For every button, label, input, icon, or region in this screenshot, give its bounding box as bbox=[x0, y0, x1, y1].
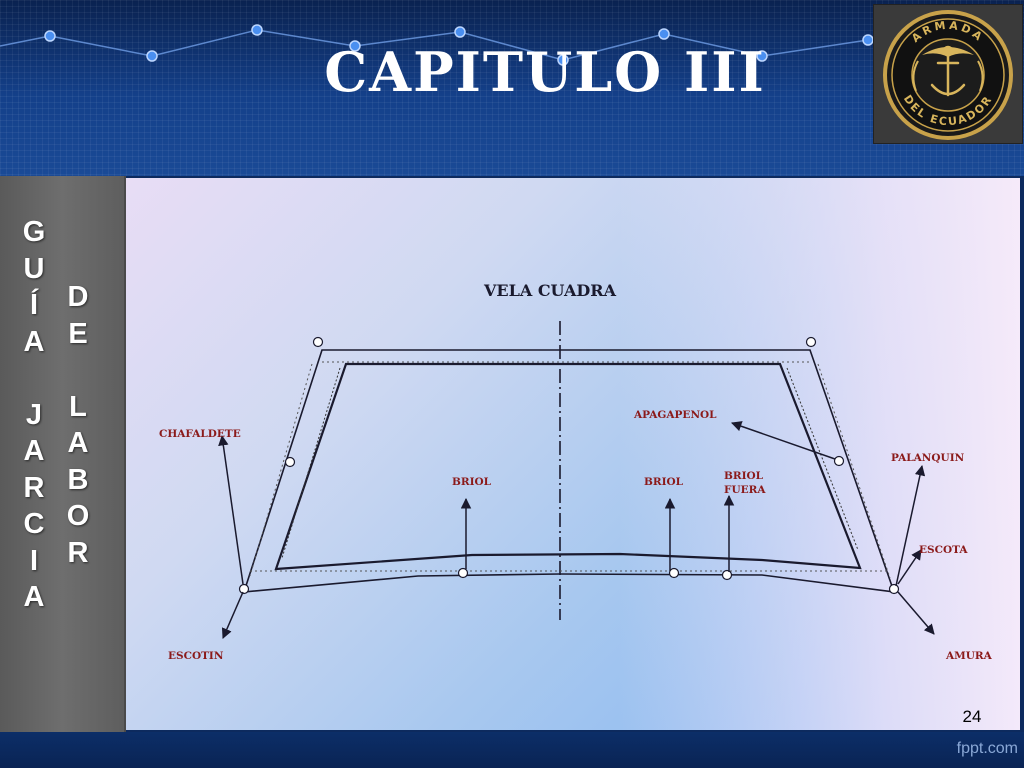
page-number: 24 bbox=[962, 707, 982, 726]
label-escota: ESCOTA bbox=[919, 544, 968, 556]
network-dots-decoration bbox=[0, 24, 874, 66]
de-labor-letter: R bbox=[67, 536, 89, 569]
guia-jarcia-letter: R bbox=[23, 471, 45, 504]
label-briol-left: BRIOL bbox=[452, 476, 492, 488]
slide-header: CAPITULO III ARMADA DEL ECUADOR bbox=[0, 0, 1024, 176]
rigging-arrows bbox=[218, 421, 935, 639]
guia-jarcia-letter: J bbox=[25, 398, 43, 431]
square-sail-diagram: VELA CUADRA bbox=[159, 281, 993, 662]
de-labor-letter: D bbox=[67, 281, 89, 313]
label-briol-right: BRIOL bbox=[644, 476, 684, 488]
armada-ecuador-emblem: ARMADA DEL ECUADOR bbox=[873, 4, 1023, 144]
guia-jarcia-letter: A bbox=[23, 325, 45, 358]
guia-jarcia-letter: A bbox=[23, 435, 45, 467]
label-apagapenol: APAGAPENOL bbox=[633, 409, 717, 421]
de-labor-letter: L bbox=[69, 390, 87, 423]
slide-footer bbox=[0, 732, 1024, 768]
label-briol-fuera-line2: FUERA bbox=[724, 484, 766, 496]
guia-jarcia-letter: A bbox=[23, 581, 45, 613]
guia-jarcia-letter: U bbox=[23, 252, 45, 285]
sail-grommets bbox=[238, 336, 900, 595]
slide-title: CAPITULO III bbox=[324, 40, 766, 104]
diagram-panel: VELA CUADRA bbox=[126, 178, 1020, 730]
guia-jarcia-letter: G bbox=[22, 216, 46, 248]
header-grid-pattern bbox=[0, 0, 1024, 176]
guia-jarcia-letter: I bbox=[29, 544, 39, 577]
de-labor-letter: E bbox=[68, 317, 88, 350]
de-labor-letter: B bbox=[67, 463, 89, 496]
sail-outer-edge bbox=[242, 349, 896, 593]
rigging-labels: CHAFALDETE APAGAPENOL PALANQUIN BRIOL BR… bbox=[159, 409, 993, 662]
de-labor-letter: O bbox=[66, 500, 90, 532]
guia-jarcia-letter: Í bbox=[29, 289, 39, 321]
label-amura: AMURA bbox=[945, 650, 993, 662]
label-briol-fuera-line1: BRIOL bbox=[724, 470, 764, 482]
guia-jarcia-letter: C bbox=[23, 508, 45, 540]
navy-seal-icon: ARMADA DEL ECUADOR bbox=[883, 10, 1013, 140]
label-escotin: ESCOTIN bbox=[168, 650, 224, 662]
watermark-text: fppt.com bbox=[956, 740, 1018, 757]
label-palanquin: PALANQUIN bbox=[891, 452, 965, 464]
sail-inner-edge bbox=[274, 362, 862, 571]
label-chafaldete: CHAFALDETE bbox=[159, 428, 241, 440]
de-labor-letter: A bbox=[67, 427, 89, 459]
diagram-title: VELA CUADRA bbox=[483, 281, 617, 300]
